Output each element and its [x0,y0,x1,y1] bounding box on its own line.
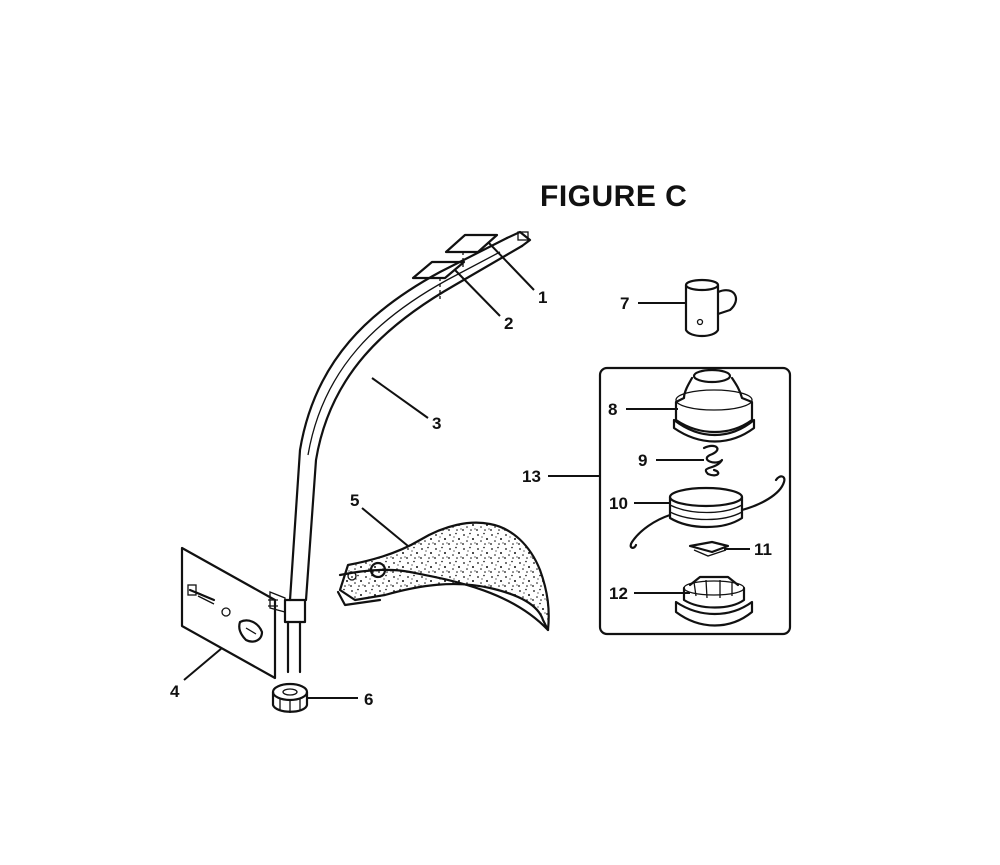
callout-5: 5 [350,491,360,510]
leader-line-5 [361,507,409,547]
eyelet-clip-icon [688,540,730,557]
callout-12: 12 [609,584,628,603]
spring-icon [702,444,724,477]
leader-lines [183,241,750,699]
curved-shaft-icon [268,230,532,674]
callout-1: 1 [538,288,548,307]
label-decal-icon [411,233,499,300]
callout-7: 7 [620,294,630,313]
callout-4: 4 [170,682,180,701]
spool-base-icon [674,575,754,627]
grass-deflector-shield-icon [336,521,550,632]
leader-line-4 [183,647,223,681]
leader-line-1 [487,241,535,291]
callout-11: 11 [754,540,772,559]
leader-line-3 [371,377,429,419]
knob-nut-icon [271,682,309,713]
leader-line-2 [454,269,501,317]
line-spool-icon [629,475,786,549]
callout-8: 8 [608,400,618,419]
callout-10: 10 [609,494,628,513]
callout-3: 3 [432,414,442,433]
callout-13: 13 [522,467,541,486]
callout-9: 9 [638,451,648,470]
callout-6: 6 [364,690,374,709]
trimmer-head-assembly-icon [598,366,792,636]
figure-title: FIGURE C [540,180,688,213]
mounting-plate-icon [180,546,277,680]
callout-2: 2 [504,314,514,333]
spool-housing-icon [672,368,756,443]
locking-tool-icon [684,278,738,338]
